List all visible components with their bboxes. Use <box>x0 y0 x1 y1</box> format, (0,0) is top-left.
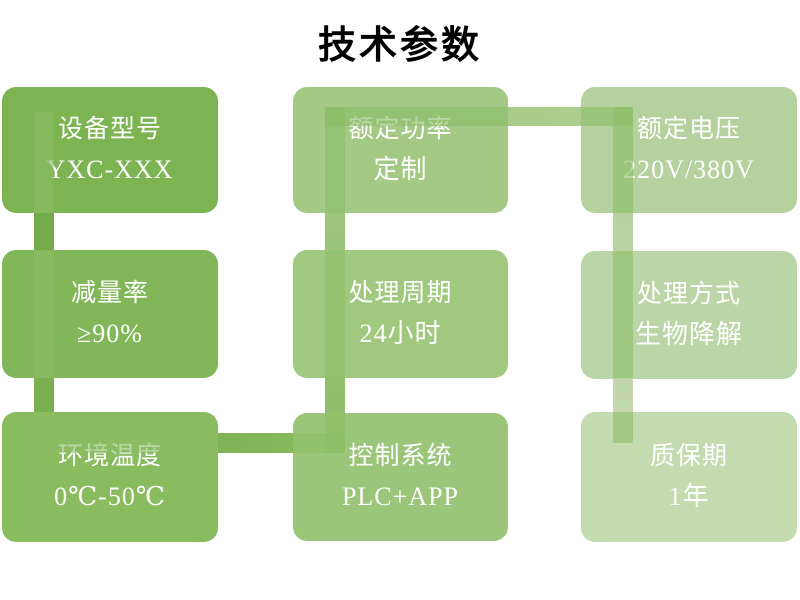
connector-overlay-strip <box>325 107 508 126</box>
param-value: PLC+APP <box>341 482 460 511</box>
param-value: 生物降解 <box>634 320 743 349</box>
connector-overlay-strip <box>34 112 54 213</box>
param-value: 1年 <box>668 482 710 511</box>
connector-overlay-strip <box>34 433 218 453</box>
connector-overlay-strip <box>325 250 345 378</box>
param-label: 设备型号 <box>57 116 162 143</box>
param-label: 处理周期 <box>348 280 453 307</box>
param-label: 处理方式 <box>636 281 741 308</box>
connector-overlay-strip <box>613 107 633 213</box>
param-label: 额定电压 <box>636 116 741 143</box>
connector-overlay-strip <box>34 250 54 378</box>
param-value: YXC-XXX <box>46 155 174 184</box>
connector-overlay-strip <box>613 412 633 443</box>
param-value: ≥90% <box>77 319 143 348</box>
param-box-warranty-period: 质保期 1年 <box>581 412 797 542</box>
slide-title: 技术参数 <box>317 25 482 67</box>
connector-overlay-strip <box>613 251 633 378</box>
connector-overlay-strip <box>325 413 345 453</box>
connector-overlay-strip <box>325 107 345 213</box>
param-value: 24小时 <box>359 319 442 348</box>
param-value: 0℃-50℃ <box>54 482 166 511</box>
param-value: 定制 <box>373 155 428 184</box>
param-label: 减量率 <box>70 280 149 307</box>
param-value: 220V/380V <box>623 155 755 184</box>
param-label: 质保期 <box>649 443 728 470</box>
param-label: 控制系统 <box>348 443 453 470</box>
